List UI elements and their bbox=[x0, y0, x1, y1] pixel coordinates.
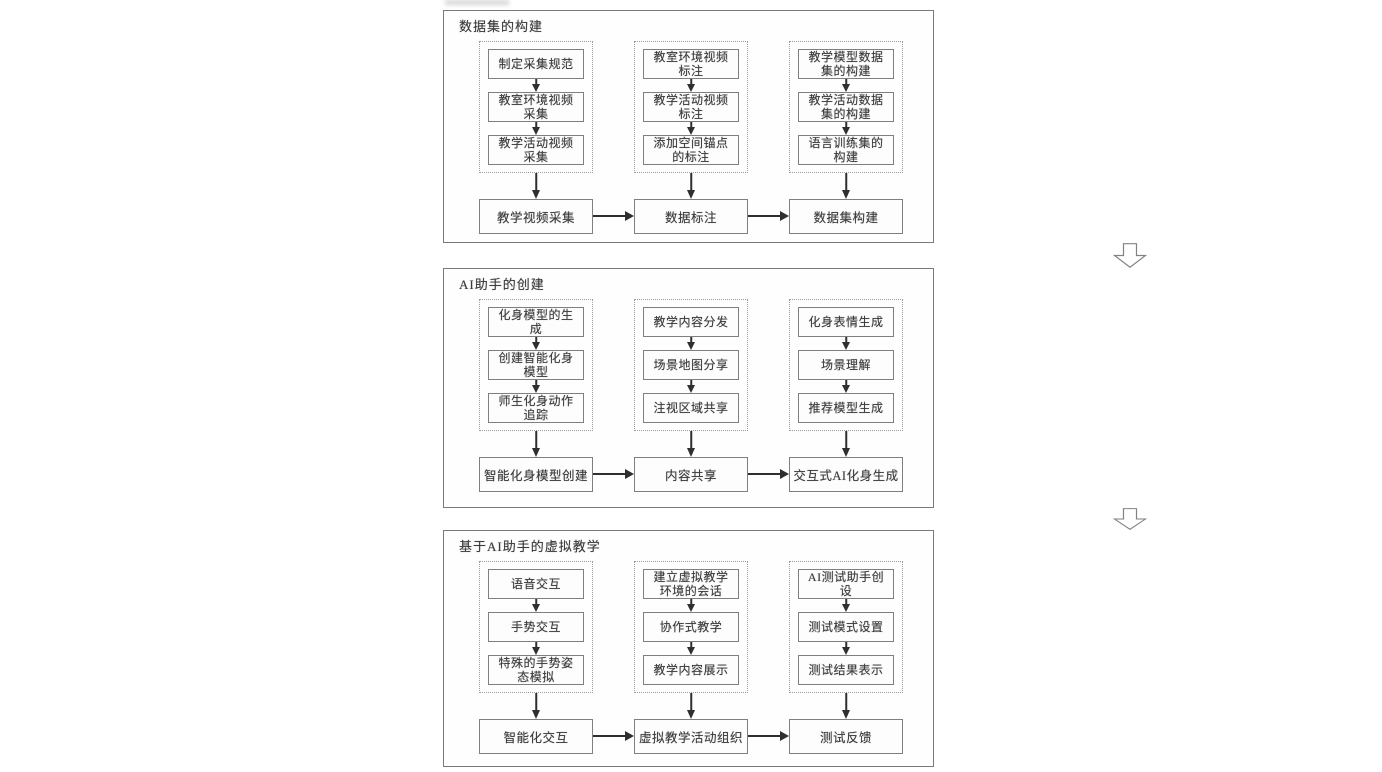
arrow-down-icon bbox=[635, 337, 747, 350]
arrow-down-icon bbox=[530, 173, 542, 199]
arrow-down-icon bbox=[530, 693, 542, 719]
scan-artifact bbox=[445, 0, 509, 5]
flow-result: 教学视频采集 bbox=[479, 199, 593, 234]
block-arrow-down-icon bbox=[1111, 243, 1149, 268]
arrow-right-icon bbox=[593, 468, 634, 480]
arrow-down-icon bbox=[790, 642, 902, 655]
arrow-down-icon bbox=[790, 337, 902, 350]
arrow-down-icon bbox=[480, 337, 592, 350]
block-arrow-down-icon bbox=[1111, 508, 1149, 530]
flow-result: 内容共享 bbox=[634, 457, 748, 492]
arrow-down-icon bbox=[840, 693, 852, 719]
flow-result: 数据标注 bbox=[634, 199, 748, 234]
arrow-down-icon bbox=[685, 693, 697, 719]
arrow-down-icon bbox=[685, 431, 697, 457]
arrow-down-icon bbox=[530, 431, 542, 457]
flow-step: 手势交互 bbox=[488, 612, 584, 642]
arrow-down-icon bbox=[635, 642, 747, 655]
arrow-right-icon bbox=[748, 468, 789, 480]
arrow-down-icon bbox=[790, 122, 902, 135]
arrow-right-icon bbox=[593, 210, 634, 222]
flowchart-figure: 数据集的构建 制定采集规范 教室环境视频采集 教学活动视频采集 教室环境视频标注… bbox=[443, 0, 1148, 772]
flow-step: 添加空间锚点的标注 bbox=[643, 135, 739, 165]
flow-result: 测试反馈 bbox=[789, 719, 903, 754]
step-group: 教学模型数据集的构建 教学活动数据集的构建 语言训练集的构建 bbox=[789, 41, 903, 173]
flow-step: 测试模式设置 bbox=[798, 612, 894, 642]
step-group: 语音交互 手势交互 特殊的手势姿态模拟 bbox=[479, 561, 593, 693]
arrow-down-icon bbox=[635, 122, 747, 135]
arrow-down-icon bbox=[790, 79, 902, 92]
arrow-down-icon bbox=[685, 173, 697, 199]
arrow-down-icon bbox=[480, 122, 592, 135]
step-group: 教学内容分发 场景地图分享 注视区域共享 bbox=[634, 299, 748, 431]
flow-step: 测试结果表示 bbox=[798, 655, 894, 685]
arrow-down-icon bbox=[790, 380, 902, 393]
flow-step: 化身表情生成 bbox=[798, 307, 894, 337]
arrow-down-icon bbox=[840, 173, 852, 199]
flow-result: 虚拟教学活动组织 bbox=[634, 719, 748, 754]
step-group: 化身表情生成 场景理解 推荐模型生成 bbox=[789, 299, 903, 431]
section-ai-assistant-creation: AI助手的创建 化身模型的生成 创建智能化身模型 师生化身动作追踪 教学内容分发… bbox=[443, 268, 934, 508]
flow-result: 智能化交互 bbox=[479, 719, 593, 754]
arrow-down-icon bbox=[840, 431, 852, 457]
arrow-down-icon bbox=[635, 79, 747, 92]
arrow-down-icon bbox=[790, 599, 902, 612]
step-group: 化身模型的生成 创建智能化身模型 师生化身动作追踪 bbox=[479, 299, 593, 431]
step-group: AI测试助手创设 测试模式设置 测试结果表示 bbox=[789, 561, 903, 693]
flow-step: 协作式教学 bbox=[643, 612, 739, 642]
flow-step: 师生化身动作追踪 bbox=[488, 393, 584, 423]
flow-step: 教学活动数据集的构建 bbox=[798, 92, 894, 122]
flow-result: 智能化身模型创建 bbox=[479, 457, 593, 492]
flow-step: 制定采集规范 bbox=[488, 49, 584, 79]
flow-step: 场景理解 bbox=[798, 350, 894, 380]
arrow-right-icon bbox=[748, 210, 789, 222]
flow-step: AI测试助手创设 bbox=[798, 569, 894, 599]
flow-step: 教学模型数据集的构建 bbox=[798, 49, 894, 79]
flow-step: 注视区域共享 bbox=[643, 393, 739, 423]
section-dataset-construction: 数据集的构建 制定采集规范 教室环境视频采集 教学活动视频采集 教室环境视频标注… bbox=[443, 10, 934, 243]
section-virtual-teaching: 基于AI助手的虚拟教学 语音交互 手势交互 特殊的手势姿态模拟 建立虚拟教学环境… bbox=[443, 530, 934, 767]
step-group: 教室环境视频标注 教学活动视频标注 添加空间锚点的标注 bbox=[634, 41, 748, 173]
arrow-down-icon bbox=[480, 599, 592, 612]
flow-step: 教学内容展示 bbox=[643, 655, 739, 685]
arrow-right-icon bbox=[593, 730, 634, 742]
arrow-down-icon bbox=[635, 599, 747, 612]
arrow-down-icon bbox=[635, 380, 747, 393]
flow-step: 化身模型的生成 bbox=[488, 307, 584, 337]
arrow-right-icon bbox=[748, 730, 789, 742]
flow-step: 教室环境视频采集 bbox=[488, 92, 584, 122]
flow-step: 教室环境视频标注 bbox=[643, 49, 739, 79]
section-title: AI助手的创建 bbox=[459, 277, 545, 292]
section-title: 基于AI助手的虚拟教学 bbox=[459, 539, 601, 554]
section-title: 数据集的构建 bbox=[459, 19, 544, 34]
flow-step: 创建智能化身模型 bbox=[488, 350, 584, 380]
flow-step: 建立虚拟教学环境的会话 bbox=[643, 569, 739, 599]
flow-step: 语音交互 bbox=[488, 569, 584, 599]
flow-result: 交互式AI化身生成 bbox=[789, 457, 903, 492]
flow-step: 场景地图分享 bbox=[643, 350, 739, 380]
flow-step: 特殊的手势姿态模拟 bbox=[488, 655, 584, 685]
arrow-down-icon bbox=[480, 642, 592, 655]
flow-step: 教学活动视频采集 bbox=[488, 135, 584, 165]
step-group: 建立虚拟教学环境的会话 协作式教学 教学内容展示 bbox=[634, 561, 748, 693]
arrow-down-icon bbox=[480, 380, 592, 393]
step-group: 制定采集规范 教室环境视频采集 教学活动视频采集 bbox=[479, 41, 593, 173]
flow-step: 教学内容分发 bbox=[643, 307, 739, 337]
flow-step: 语言训练集的构建 bbox=[798, 135, 894, 165]
flow-step: 教学活动视频标注 bbox=[643, 92, 739, 122]
flow-step: 推荐模型生成 bbox=[798, 393, 894, 423]
flow-result: 数据集构建 bbox=[789, 199, 903, 234]
arrow-down-icon bbox=[480, 79, 592, 92]
